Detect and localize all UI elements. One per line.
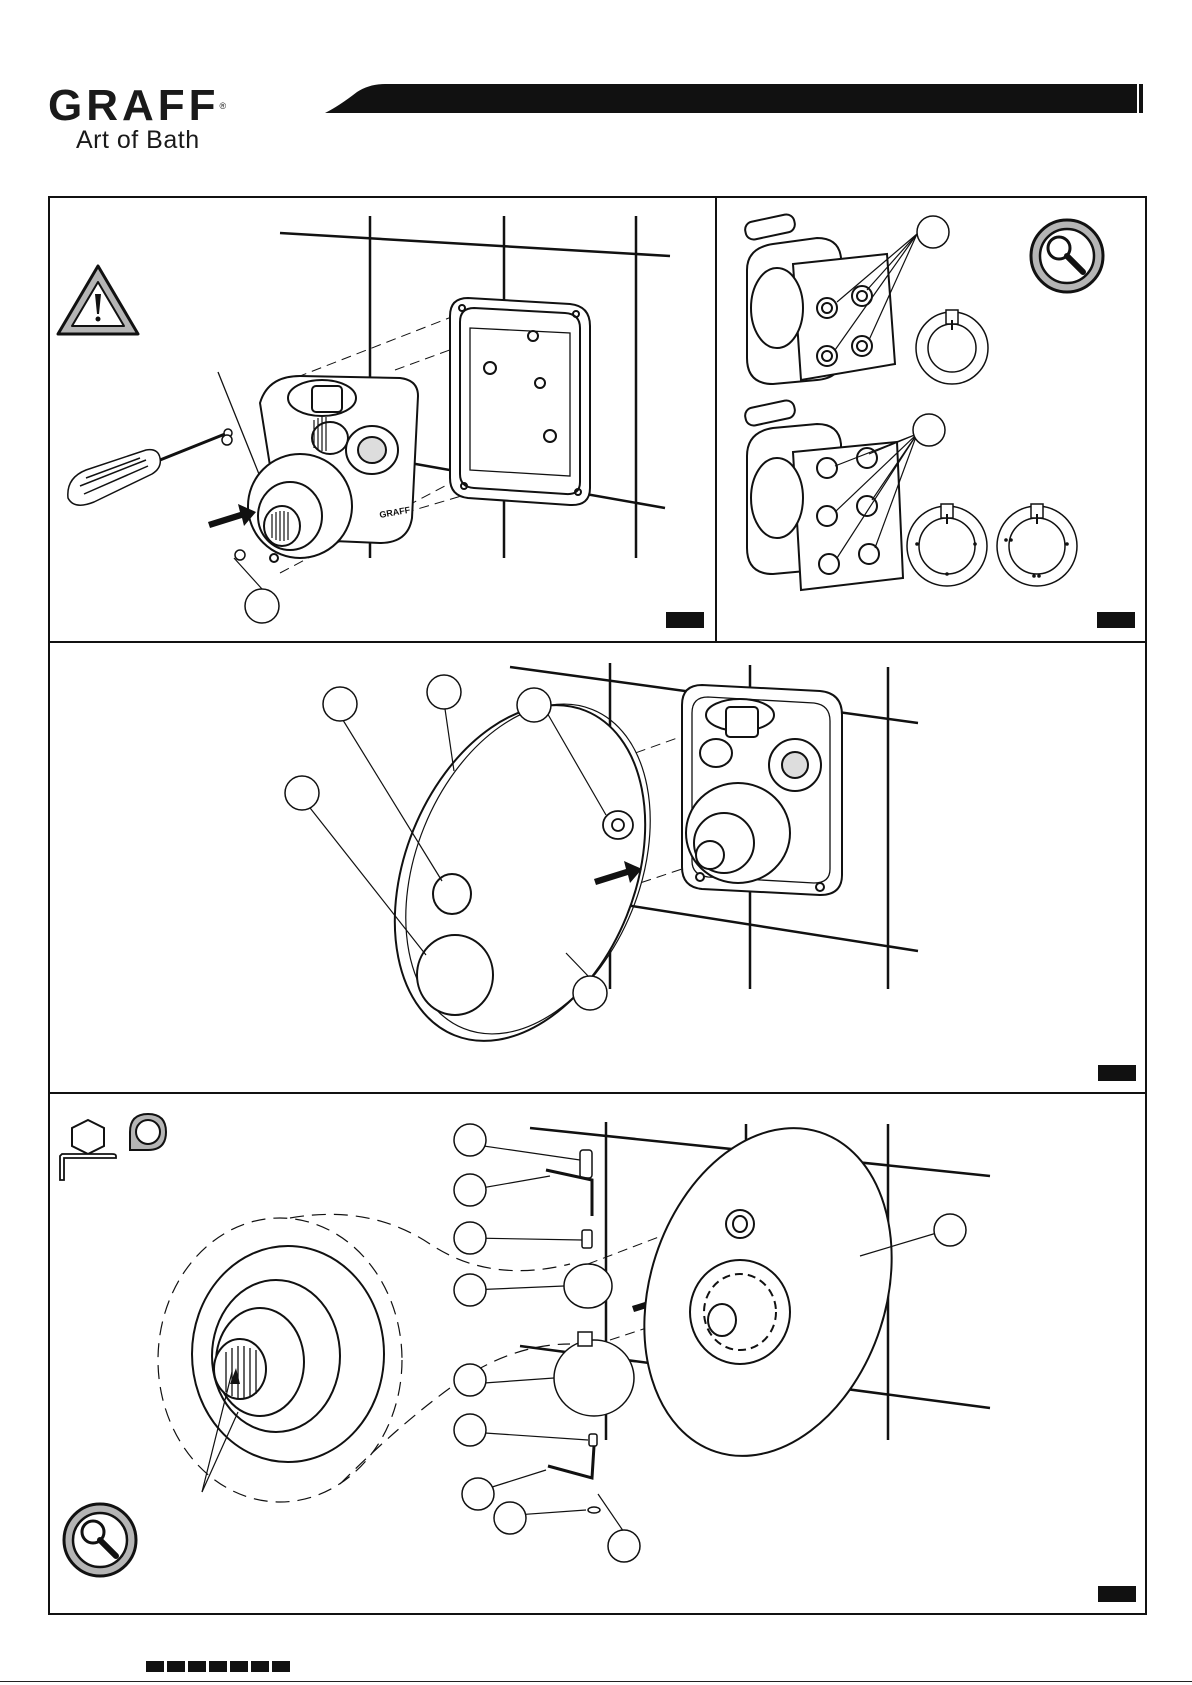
wall-box-drawing xyxy=(450,298,590,505)
step-1-panel: GRAFF xyxy=(48,196,717,643)
footer-rule xyxy=(0,1681,1192,1682)
step-tag xyxy=(1098,1586,1136,1602)
magnifier-icon xyxy=(1031,220,1103,292)
step-4-panel xyxy=(48,1092,1147,1615)
document-code-bar xyxy=(146,1661,290,1672)
logo-wordmark: GRAFF® xyxy=(48,84,268,128)
trim-ring-drawing xyxy=(916,310,988,384)
valve-body-drawing xyxy=(744,399,903,590)
valve-body-drawing xyxy=(248,376,418,562)
trim-ring-drawing xyxy=(907,504,1077,586)
brand-tagline: Art of Bath xyxy=(76,126,268,155)
step-tag xyxy=(1098,1065,1136,1081)
step-tag xyxy=(666,612,704,628)
screwdriver-icon xyxy=(68,429,232,505)
hex-key-icon xyxy=(60,1114,166,1180)
brand-logo: GRAFF® Art of Bath xyxy=(48,84,268,155)
magnifier-icon xyxy=(64,1504,136,1576)
step-tag xyxy=(1097,612,1135,628)
trademark-mark: ® xyxy=(220,101,227,111)
detail-zoom-drawing xyxy=(158,1214,570,1502)
valve-body-drawing xyxy=(744,213,895,384)
washer-drawing xyxy=(603,811,633,839)
warning-triangle-icon xyxy=(58,266,138,334)
header-bar xyxy=(325,84,1143,113)
cover-plate-drawing xyxy=(348,668,696,1079)
valve-body-drawing xyxy=(682,685,842,895)
callout-circle xyxy=(917,216,949,248)
step-3-panel xyxy=(48,641,1147,1094)
callout-circle xyxy=(913,414,945,446)
callout-circle xyxy=(245,589,279,623)
cover-plate-drawing xyxy=(604,1096,932,1488)
step-2-panel xyxy=(715,196,1147,643)
handle-parts-drawing xyxy=(546,1150,634,1513)
